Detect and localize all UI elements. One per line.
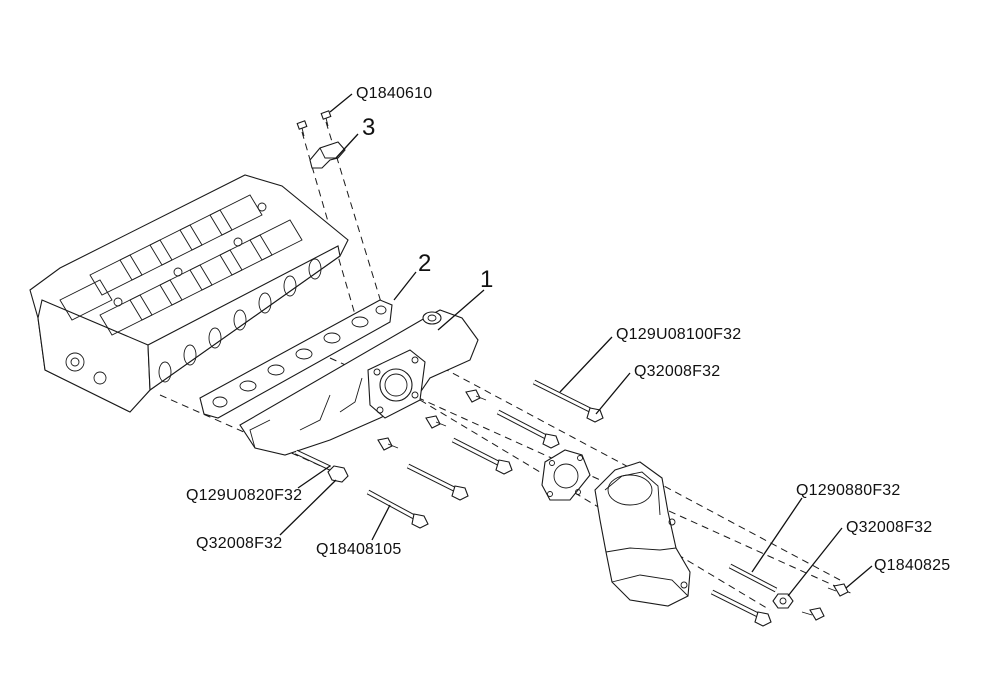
bolt-q1840610-a <box>296 120 308 137</box>
callout-q129u0820f32: Q129U0820F32 <box>186 487 303 504</box>
callout-q129u08100f32: Q129U08100F32 <box>616 326 742 343</box>
callout-q32008f32: Q32008F32 <box>846 519 933 536</box>
callout-q32008f32: Q32008F32 <box>196 535 283 552</box>
bolt-q1840610-b <box>320 110 332 127</box>
callout-index-1: 1 <box>480 266 494 293</box>
turbo-outlet-elbow <box>594 461 691 607</box>
leader-lines <box>279 93 873 597</box>
callout-q1840610: Q1840610 <box>356 85 433 102</box>
callout-q18408105: Q18408105 <box>316 541 402 558</box>
callout-index-3: 3 <box>362 114 376 141</box>
callout-index-2: 2 <box>418 250 432 277</box>
cylinder-head <box>29 174 349 413</box>
callout-q1290880f32: Q1290880F32 <box>796 482 901 499</box>
stud-bolts-lower <box>294 389 560 529</box>
callout-q32008f32: Q32008F32 <box>634 363 721 380</box>
exhaust-manifold <box>239 309 479 456</box>
stud-q129u08100f32 <box>532 379 604 423</box>
turbo-flange-gasket <box>541 449 591 501</box>
callout-q1840825: Q1840825 <box>874 557 951 574</box>
manifold-gasket <box>199 299 393 419</box>
heat-shield-bracket <box>309 141 346 169</box>
stud-bolts-right <box>710 563 849 627</box>
